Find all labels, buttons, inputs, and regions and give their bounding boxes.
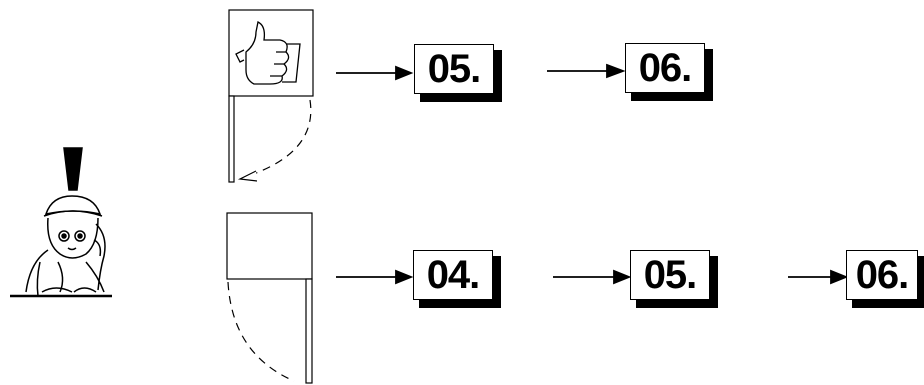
- thumbs-up-icon: [235, 21, 301, 85]
- step-label: 06.: [638, 46, 693, 90]
- step-label: 05.: [643, 253, 698, 297]
- right-arrow-icon: [788, 269, 849, 285]
- right-arrow-icon: [336, 65, 414, 81]
- right-arrow-icon: [336, 269, 414, 285]
- top-door-panel: [228, 9, 314, 183]
- step-label: 04.: [426, 253, 481, 297]
- step-label: 05.: [427, 47, 482, 91]
- arrow-group: [336, 63, 849, 285]
- bottom-door-panel: [226, 212, 313, 384]
- right-arrow-icon: [553, 269, 632, 285]
- reading-person-icon: [10, 147, 112, 298]
- exclamation-icon: [63, 147, 83, 191]
- step-label: 06.: [855, 253, 910, 297]
- right-arrow-icon: [547, 63, 626, 79]
